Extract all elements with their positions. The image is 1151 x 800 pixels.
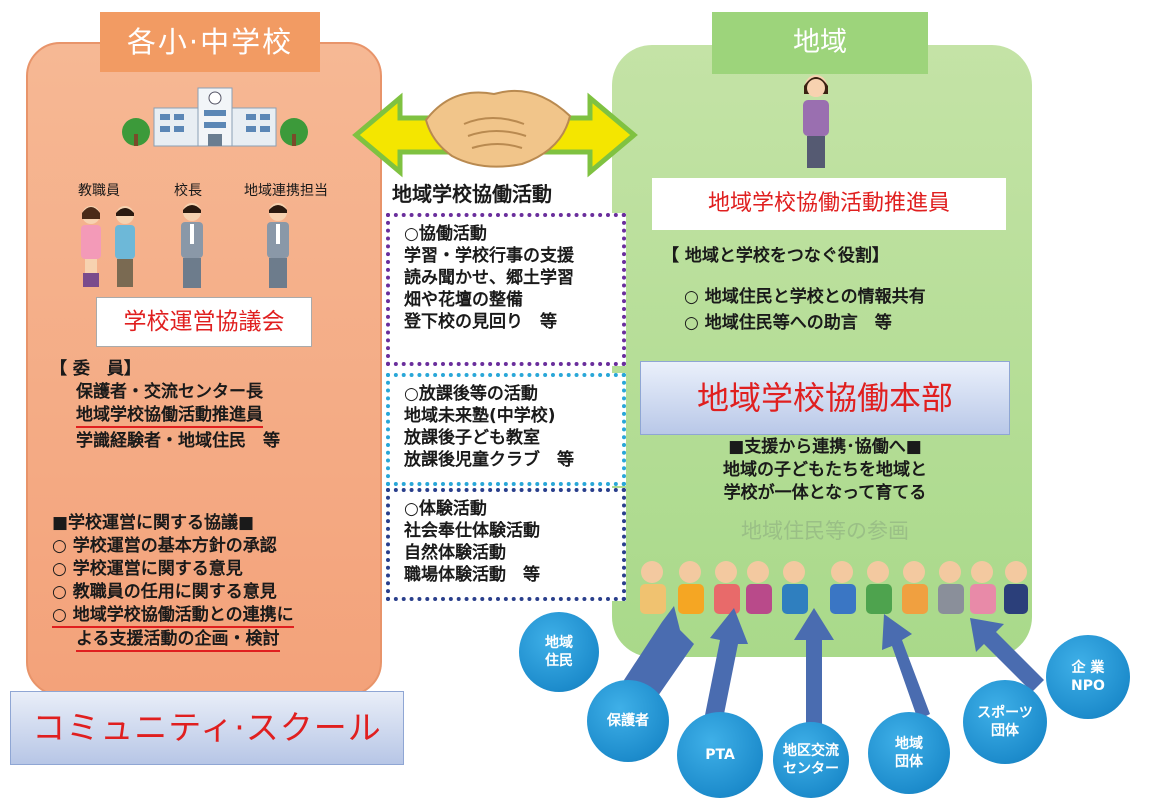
- group-circle-residents: 地域 住民: [519, 612, 599, 692]
- council-box: 学校運営協議会: [96, 297, 312, 347]
- community-people-icon: [640, 561, 1028, 614]
- honbu-box: 地域学校協働本部: [640, 361, 1010, 435]
- members-title: 【 委 員】: [50, 359, 141, 379]
- group-circle-guardians: 保護者: [587, 680, 669, 762]
- kyodo-item: 読み聞かせ、郷土学習: [404, 268, 574, 288]
- duties-title: ■学校運営に関する協議■: [52, 513, 255, 533]
- kyodo-box: ○協働活動 学習・学校行事の支援 読み聞かせ、郷土学習 畑や花壇の整備 登下校の…: [386, 213, 626, 366]
- participation-label: 地域住民等の参画: [741, 519, 909, 543]
- slogan-title: ■支援から連携･協働へ■: [728, 437, 922, 457]
- handshake-icon: [424, 89, 572, 168]
- group-circle-community-orgs: 地域 団体: [868, 712, 950, 794]
- taiken-box: ○体験活動 社会奉仕体験活動 自然体験活動 職場体験活動 等: [386, 488, 626, 601]
- group-circle-center: 地区交流 センター: [773, 722, 849, 798]
- duties-item: ○ 地域学校協働活動との連携に: [52, 604, 294, 628]
- houkago-item: 地域未来塾(中学校): [404, 406, 556, 426]
- person-icon: [81, 206, 101, 287]
- slogan-line: 学校が一体となって育てる: [723, 483, 927, 503]
- duties-item: よる支援活動の企画・検討: [76, 628, 280, 652]
- houkago-item: 放課後子ども教室: [404, 428, 540, 448]
- role-label-liaison: 地域連携担当: [244, 183, 328, 199]
- center-title: 地域学校協働活動: [392, 182, 552, 206]
- region-header: 地域: [712, 12, 928, 74]
- duties-item: ○ 学校運営に関する意見: [52, 559, 243, 579]
- person-icon: [181, 203, 203, 288]
- taiken-item: 社会奉仕体験活動: [404, 521, 540, 541]
- kyodo-item: 学習・学校行事の支援: [404, 246, 574, 266]
- person-icon: [803, 75, 829, 168]
- role-label-principal: 校長: [174, 183, 202, 199]
- members-item: 地域学校協働活動推進員: [76, 404, 263, 428]
- role-title: 【 地域と学校をつなぐ役割】: [662, 246, 889, 266]
- houkago-item: 放課後児童クラブ 等: [404, 450, 574, 470]
- group-circle-pta: PTA: [677, 712, 763, 798]
- role-item: ○ 地域住民と学校との情報共有: [684, 287, 926, 307]
- kyodo-item: 畑や花壇の整備: [404, 290, 523, 310]
- houkago-item: ○放課後等の活動: [404, 384, 538, 404]
- school-building-icon: [122, 87, 308, 147]
- taiken-item: 自然体験活動: [404, 543, 506, 563]
- members-item: 保護者・交流センター長: [76, 382, 263, 402]
- coordinator-box: 地域学校協働活動推進員: [652, 178, 1006, 230]
- person-icon: [267, 203, 289, 288]
- taiken-item: ○体験活動: [404, 499, 487, 519]
- role-label-staff: 教職員: [78, 183, 120, 199]
- school-panel: [26, 42, 382, 696]
- taiken-item: 職場体験活動 等: [404, 565, 540, 585]
- houkago-box: ○放課後等の活動 地域未来塾(中学校) 放課後子ども教室 放課後児童クラブ 等: [386, 373, 626, 486]
- kyodo-item: 登下校の見回り 等: [404, 312, 557, 332]
- group-circle-sports: スポーツ 団体: [963, 680, 1047, 764]
- duties-item: ○ 教職員の任用に関する意見: [52, 582, 277, 602]
- slogan-line: 地域の子どもたちを地域と: [723, 460, 927, 480]
- group-circle-business: 企 業 NPO: [1046, 635, 1130, 719]
- members-item: 学識経験者・地域住民 等: [76, 431, 280, 451]
- duties-item: ○ 学校運営の基本方針の承認: [52, 536, 277, 556]
- community-school-label: コミュニティ·スクール: [10, 691, 404, 765]
- person-icon: [115, 206, 135, 287]
- kyodo-item: ○協働活動: [404, 224, 487, 244]
- school-header: 各小·中学校: [100, 12, 320, 72]
- role-item: ○ 地域住民等への助言 等: [684, 313, 892, 333]
